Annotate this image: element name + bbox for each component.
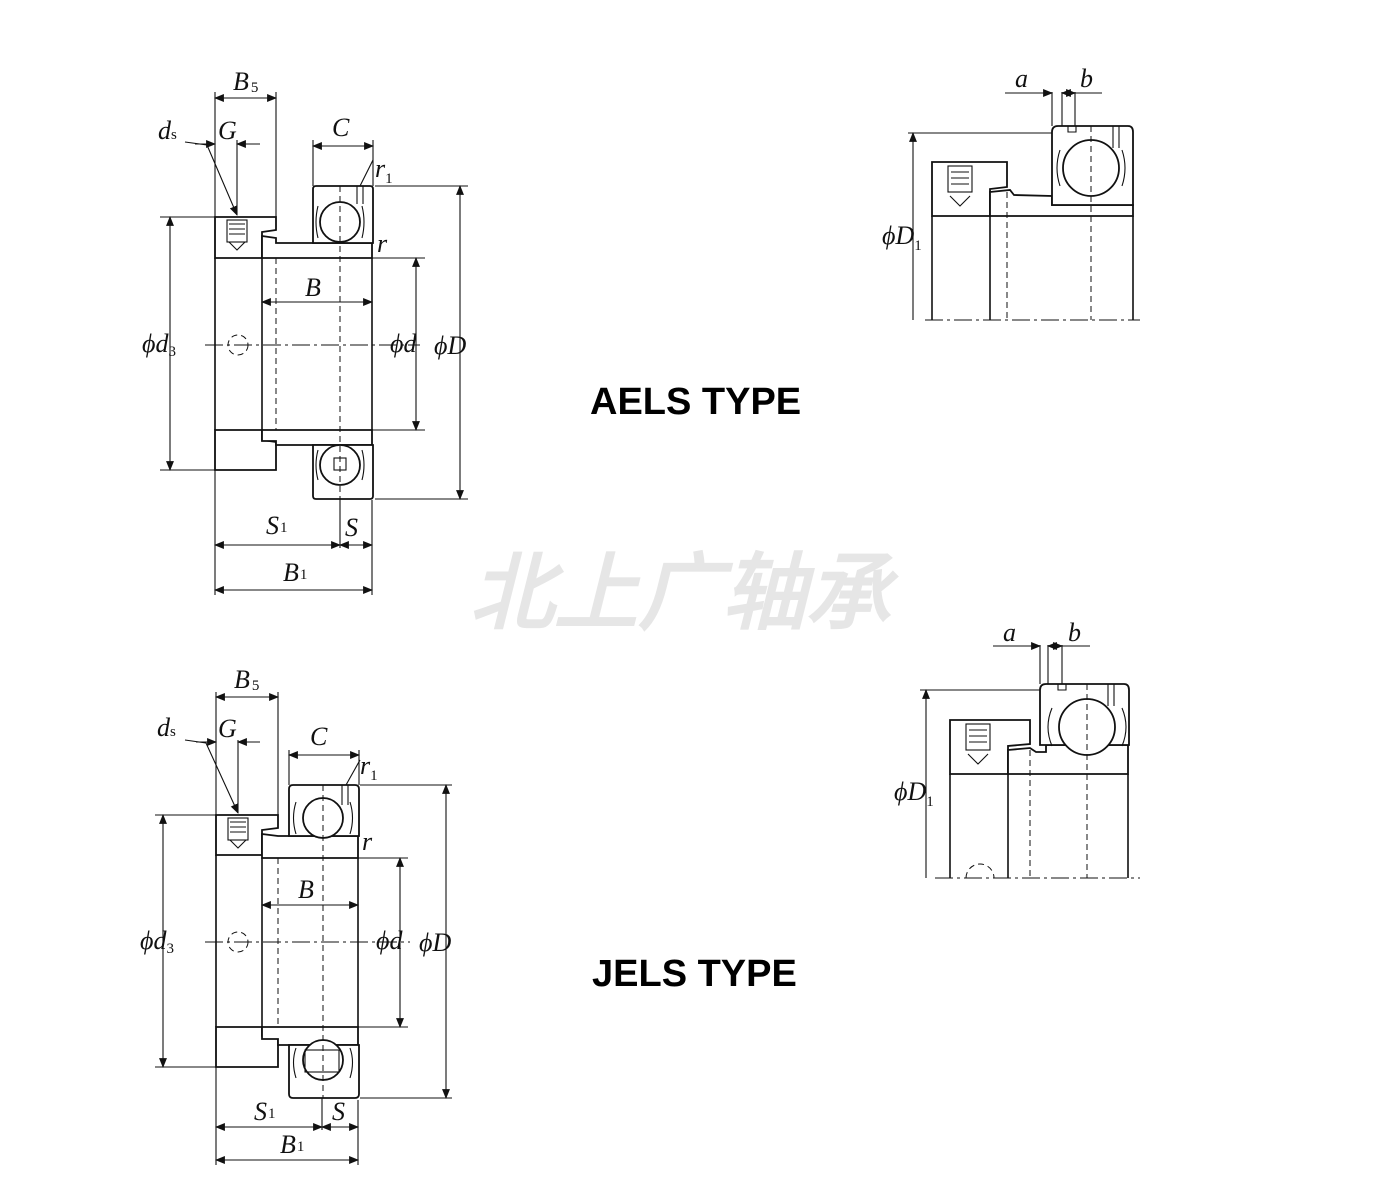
aels-label-S1: S1 xyxy=(266,511,288,540)
aels-detail-label-b: b xyxy=(1080,64,1093,93)
aels-label-r: r xyxy=(377,229,388,258)
aels-type-title: AELS TYPE xyxy=(590,381,801,423)
jels-label-S: S xyxy=(332,1097,345,1126)
jels-label-r: r xyxy=(362,827,373,856)
jels-label-phi-d: ϕd xyxy=(376,926,403,955)
jels-label-C: C xyxy=(310,722,328,751)
aels-label-S: S xyxy=(345,513,358,542)
jels-detail-labels: a b ϕD1 xyxy=(894,618,1081,810)
jels-detail-drawing xyxy=(920,642,1140,879)
jels-detail-label-b: b xyxy=(1068,618,1081,647)
aels-label-B: B xyxy=(305,273,321,302)
aels-label-phi-D: ϕD xyxy=(434,331,466,360)
jels-label-ds: ds xyxy=(157,713,176,742)
aels-label-C: C xyxy=(332,113,350,142)
aels-label-phi-d: ϕd xyxy=(390,329,417,358)
aels-detail-drawing xyxy=(908,89,1140,321)
aels-detail-label-a: a xyxy=(1015,64,1028,93)
aels-section-drawing xyxy=(160,92,468,595)
aels-detail-labels: a b ϕD1 xyxy=(882,64,1093,254)
aels-label-ds: ds xyxy=(158,116,177,145)
jels-label-S1: S1 xyxy=(254,1097,276,1126)
aels-label-r1: r1 xyxy=(375,154,393,187)
aels-inner-ring-bottom xyxy=(261,429,373,446)
jels-label-B: B xyxy=(298,875,314,904)
jels-label-phi-D: ϕD xyxy=(419,928,451,957)
jels-inner-ring-top xyxy=(261,832,359,859)
jels-label-phi-d3: ϕd3 xyxy=(140,926,174,957)
jels-label-G: G xyxy=(218,714,237,743)
jels-type-title: JELS TYPE xyxy=(592,953,797,995)
aels-detail-label-phi-D1: ϕD1 xyxy=(882,221,922,254)
aels-label-G: G xyxy=(218,116,237,145)
aels-label-phi-d3: ϕd3 xyxy=(142,329,176,360)
jels-detail-label-phi-D1: ϕD1 xyxy=(894,777,934,810)
aels-label-B1: B1 xyxy=(283,558,307,587)
jels-label-r1: r1 xyxy=(360,751,378,784)
aels-ball-bottom xyxy=(319,444,361,486)
jels-detail-label-a: a xyxy=(1003,618,1016,647)
watermark-text: 北上广轴承 xyxy=(470,544,899,642)
jels-label-B1: B1 xyxy=(280,1130,304,1159)
jels-section-drawing xyxy=(155,692,452,1165)
